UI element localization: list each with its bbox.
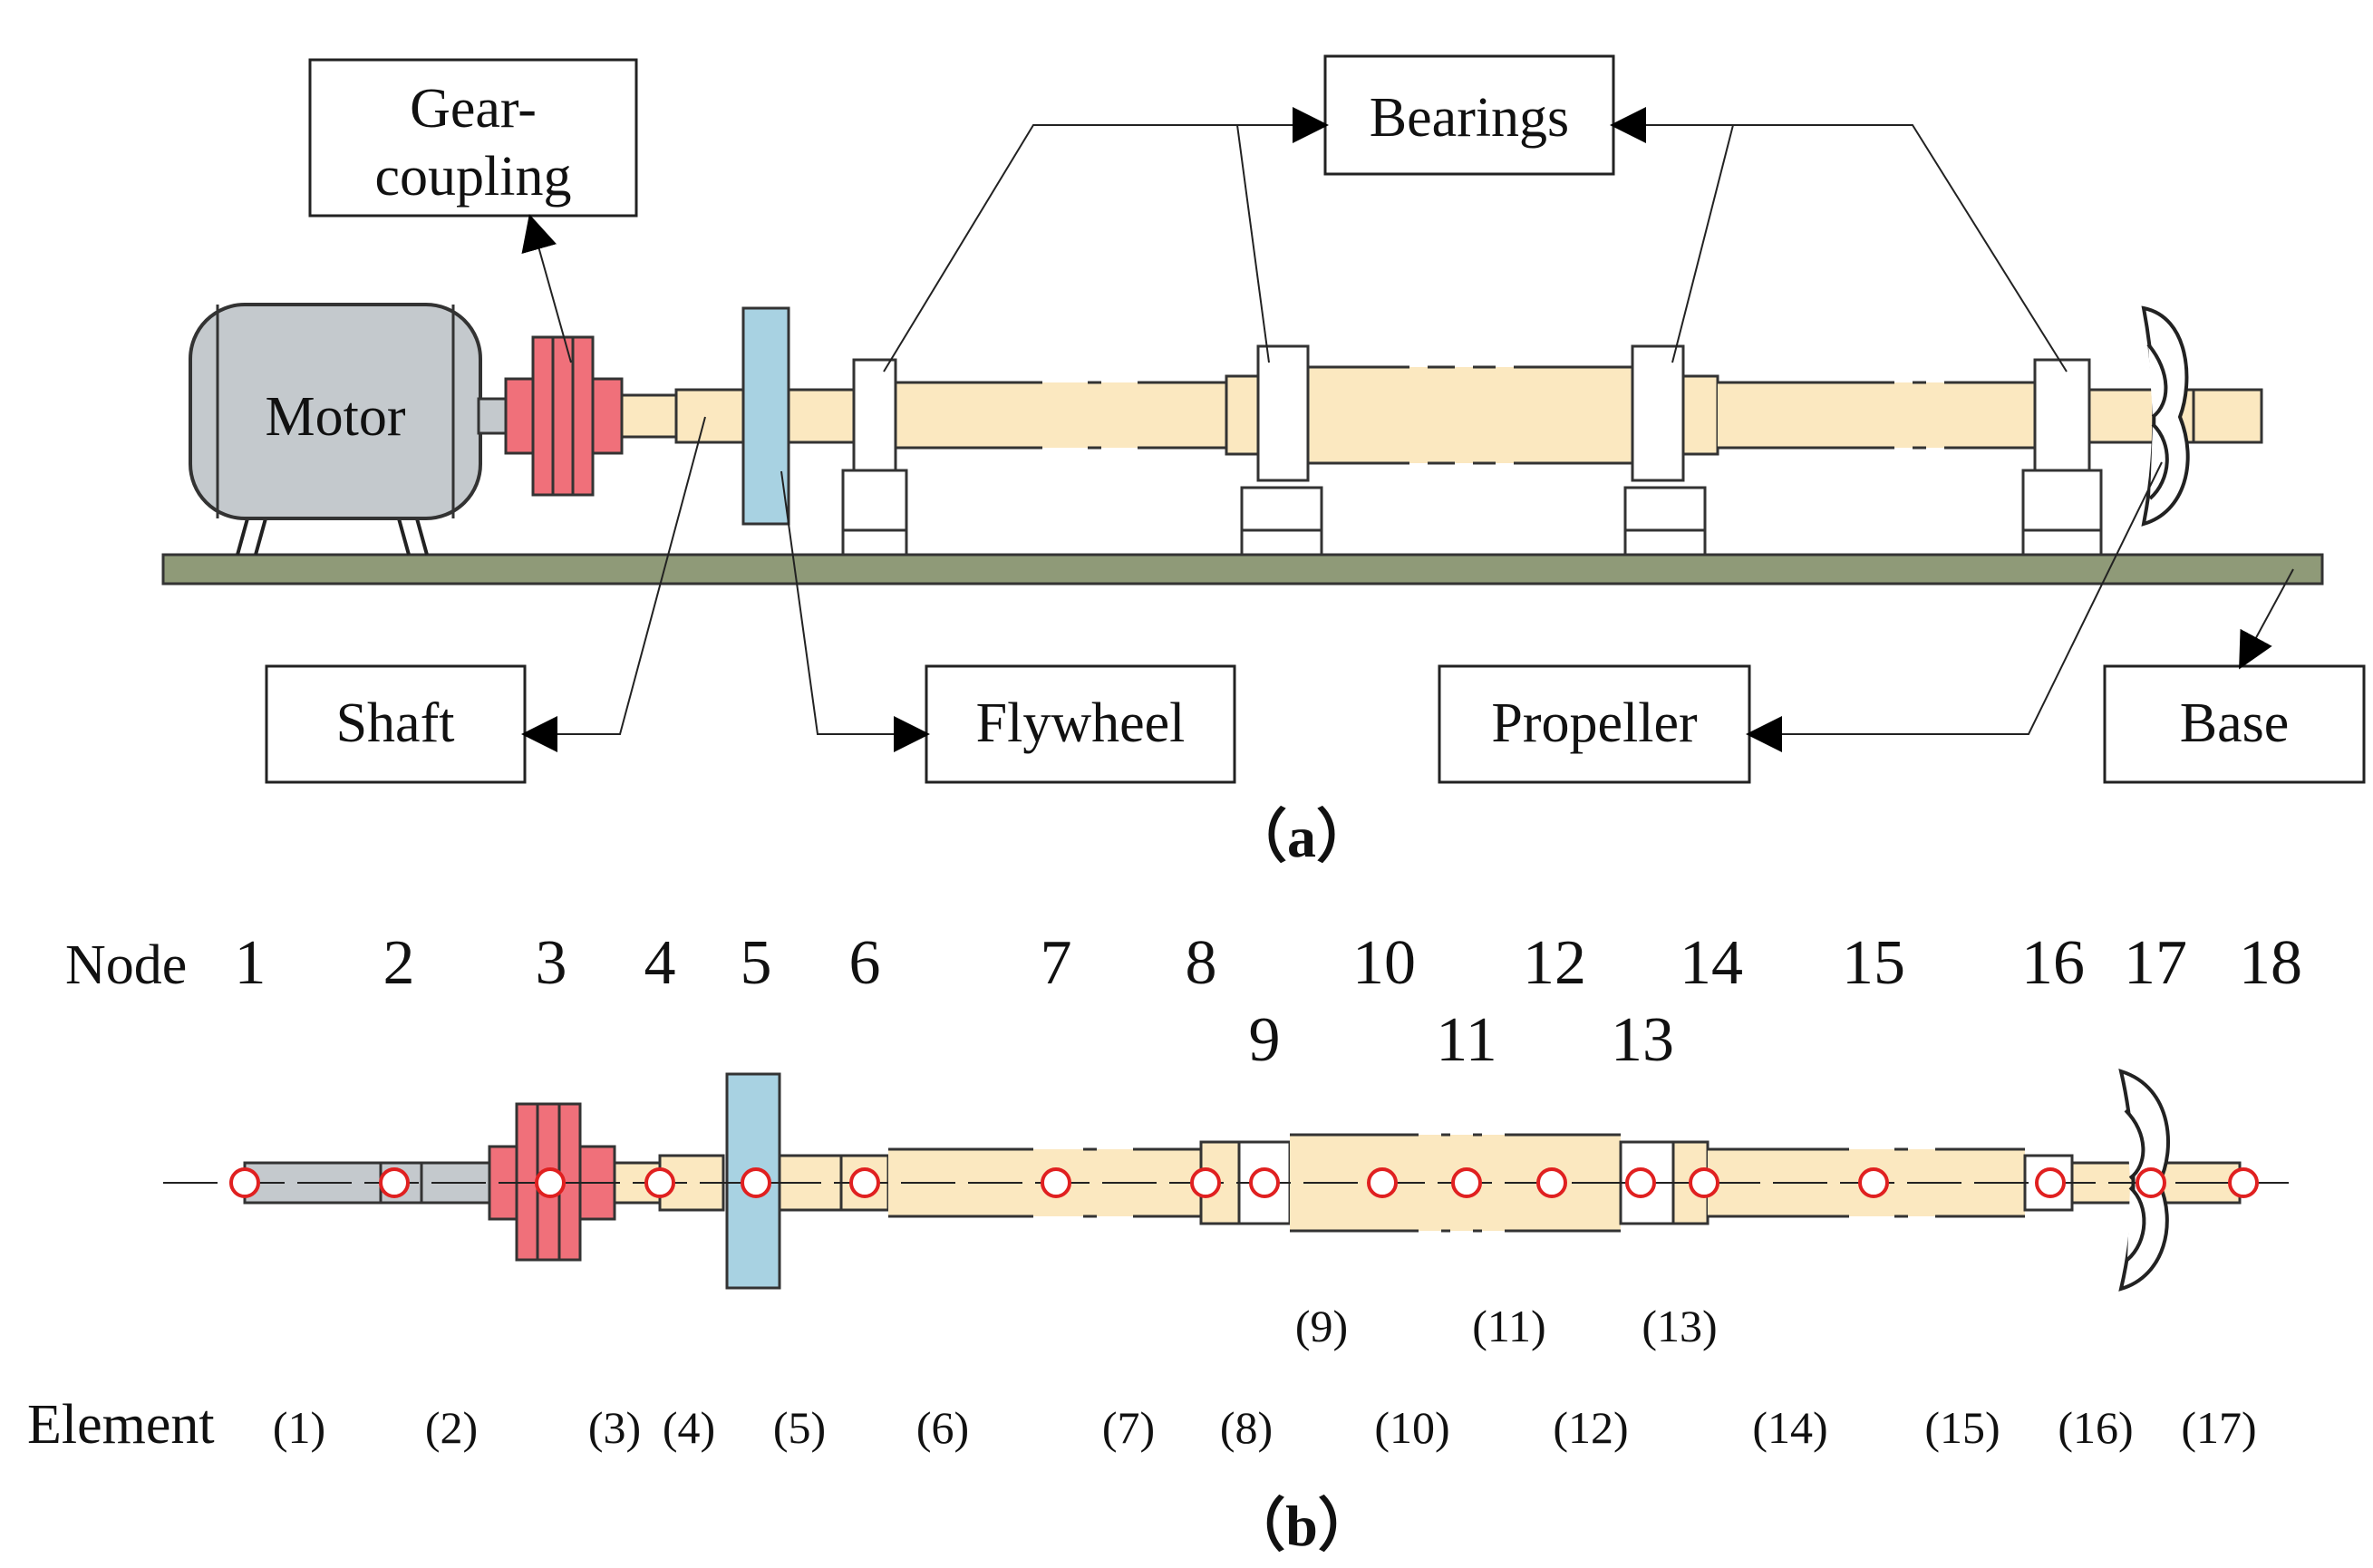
element-label-15: (15) <box>1924 1402 2000 1453</box>
part-a-labels: Gear- coupling Bearings Shaft Flywheel P… <box>265 54 2366 869</box>
element-label-14: (14) <box>1752 1402 1827 1453</box>
node-marker-2 <box>379 1167 410 1198</box>
node-marker-13 <box>1625 1167 1656 1198</box>
element-label-7: (7) <box>1102 1402 1155 1453</box>
node-number-14: 14 <box>1680 928 1743 998</box>
caption-b: （b） <box>1227 1494 1376 1558</box>
node-number-7: 7 <box>1041 928 1072 998</box>
node-marker-12 <box>1536 1167 1567 1198</box>
propeller-leader <box>1746 461 2163 752</box>
part-a-assembly: Motor <box>161 303 2324 586</box>
shaft-label: Shaft <box>336 692 455 754</box>
bearing-1 <box>841 358 908 557</box>
gear-coupling <box>504 335 624 497</box>
node-number-1: 1 <box>235 928 266 998</box>
base-label: Base <box>2180 692 2290 754</box>
node-number-6: 6 <box>849 928 881 998</box>
bearings-label: Bearings <box>1370 87 1569 149</box>
node-number-15: 15 <box>1842 928 1905 998</box>
base-label-box <box>2103 664 2366 784</box>
flywheel-label-box <box>925 664 1236 784</box>
element-label-12: (12) <box>1553 1402 1628 1453</box>
node-marker-1 <box>229 1167 260 1198</box>
node-marker-16 <box>2035 1167 2066 1198</box>
bearings-leaders <box>883 107 2068 373</box>
element-label-17: (17) <box>2181 1402 2256 1453</box>
node-marker-10 <box>1367 1167 1398 1198</box>
gear-coupling-label-line1: Gear- <box>410 78 537 140</box>
part-b-model: Node Element <box>27 928 2302 1558</box>
base-plate <box>161 553 2324 586</box>
gear-coupling-label-box <box>308 58 638 218</box>
node-marker-3 <box>535 1167 566 1198</box>
node-marker-6 <box>849 1167 880 1198</box>
node-number-2: 2 <box>383 928 415 998</box>
node-number-11: 11 <box>1436 1005 1496 1075</box>
node-number-10: 10 <box>1352 928 1416 998</box>
node-number-8: 8 <box>1186 928 1217 998</box>
element-label-9: (9) <box>1295 1301 1348 1351</box>
shaft-leader <box>521 416 706 752</box>
bearing-2 <box>1240 344 1323 557</box>
element-row-header: Element <box>27 1394 215 1456</box>
node-marker-14 <box>1689 1167 1719 1198</box>
shaft-label-box <box>265 664 527 784</box>
node-number-9: 9 <box>1249 1005 1281 1075</box>
node-marker-18 <box>2228 1167 2259 1198</box>
flywheel <box>741 306 790 526</box>
caption-a: （a） <box>1229 805 1374 869</box>
motor: Motor <box>189 303 482 520</box>
element-labels: (1) (2) (3) (4) (5) (6) (7) (8) (9) (10) (11) (12) (… <box>273 1301 2257 1453</box>
node-row-header: Node <box>65 934 187 996</box>
bearing-4 <box>2021 358 2103 557</box>
node-marker-9 <box>1249 1167 1280 1198</box>
base-leader <box>2239 568 2294 670</box>
node-number-12: 12 <box>1523 928 1586 998</box>
node-marker-15 <box>1858 1167 1889 1198</box>
node-number-18: 18 <box>2239 928 2302 998</box>
bearing-3 <box>1623 344 1707 557</box>
element-label-11: (11) <box>1472 1301 1545 1351</box>
flywheel-label: Flywheel <box>976 692 1186 754</box>
node-marker-7 <box>1041 1167 1071 1198</box>
gear-coupling-label-line2: coupling <box>375 146 572 208</box>
node-marker-8 <box>1190 1167 1221 1198</box>
node-number-4: 4 <box>644 928 676 998</box>
element-label-10: (10) <box>1374 1402 1449 1453</box>
element-label-8: (8) <box>1220 1402 1273 1453</box>
propeller <box>2141 305 2190 527</box>
node-number-5: 5 <box>741 928 772 998</box>
node-marker-17 <box>2136 1167 2166 1198</box>
propeller-label: Propeller <box>1491 692 1698 754</box>
node-markers <box>229 1167 2259 1198</box>
node-number-3: 3 <box>536 928 567 998</box>
propeller-label-box <box>1438 664 1751 784</box>
element-label-6: (6) <box>916 1402 969 1453</box>
element-label-16: (16) <box>2058 1402 2133 1453</box>
node-number-17: 17 <box>2124 928 2187 998</box>
node-number-16: 16 <box>2021 928 2085 998</box>
element-label-4: (4) <box>663 1402 715 1453</box>
node-marker-4 <box>644 1167 675 1198</box>
gear-coupling-leader <box>521 214 572 363</box>
node-marker-11 <box>1451 1167 1482 1198</box>
element-label-2: (2) <box>425 1402 478 1453</box>
element-label-5: (5) <box>773 1402 826 1453</box>
node-marker-5 <box>741 1167 771 1198</box>
node-number-13: 13 <box>1611 1005 1674 1075</box>
flywheel-leader <box>780 470 930 752</box>
element-label-3: (3) <box>588 1402 641 1453</box>
element-label-13: (13) <box>1642 1301 1717 1351</box>
element-label-1: (1) <box>273 1402 325 1453</box>
motor-label: Motor <box>266 386 406 448</box>
